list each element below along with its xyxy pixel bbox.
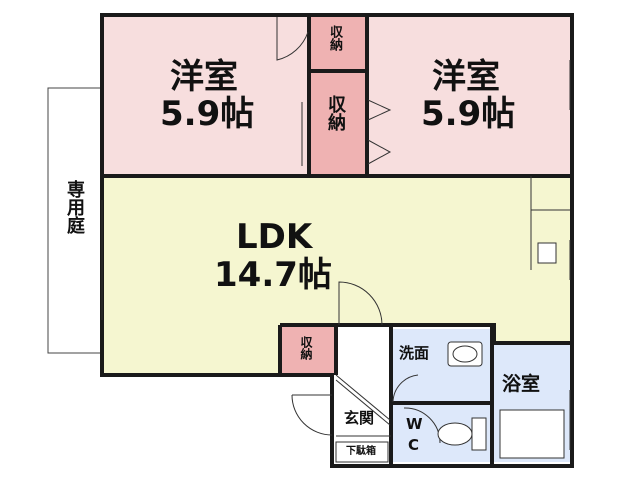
bathroom-label: 浴室	[502, 373, 541, 395]
washbasin-bowl-icon	[452, 345, 478, 363]
western-room-left-fill	[104, 17, 309, 174]
toilet-w-label: W	[406, 415, 423, 433]
toilet-bowl-icon	[437, 422, 473, 446]
shoe-box-fill	[335, 441, 389, 463]
walls	[100, 13, 574, 468]
closet-top-label: 収納	[327, 25, 342, 51]
thin-lines	[101, 99, 570, 437]
western-room-right-name: 洋室	[432, 57, 500, 97]
private-garden-area	[47, 87, 103, 354]
entrance-label: 玄関	[344, 409, 375, 427]
ldk-size: 14.7帖	[214, 255, 332, 295]
western-room-left-name: 洋室	[170, 57, 238, 97]
closet-middle-label: 収納	[325, 95, 346, 131]
door-swings	[276, 17, 571, 450]
western-room-right-size: 5.9帖	[421, 94, 516, 134]
closet-top-fill	[311, 17, 365, 70]
ldk-fill	[104, 176, 570, 375]
western-room-left-size: 5.9帖	[160, 94, 255, 134]
closet-bottom-label: 収納	[299, 336, 313, 360]
kitchen-sink-icon	[537, 242, 557, 264]
shoe-box-label: 下駄箱	[346, 446, 376, 457]
toilet-tank-icon	[471, 417, 487, 451]
bathtub-icon	[499, 409, 565, 459]
washroom-label: 洗面	[399, 344, 430, 362]
ldk-name: LDK	[236, 217, 313, 257]
private-garden-label: 専用庭	[64, 180, 85, 234]
closet-bottom-fill	[281, 327, 335, 373]
toilet-c-label: C	[408, 436, 420, 454]
western-room-right-fill	[367, 17, 570, 174]
closet-middle-fill	[311, 72, 365, 174]
